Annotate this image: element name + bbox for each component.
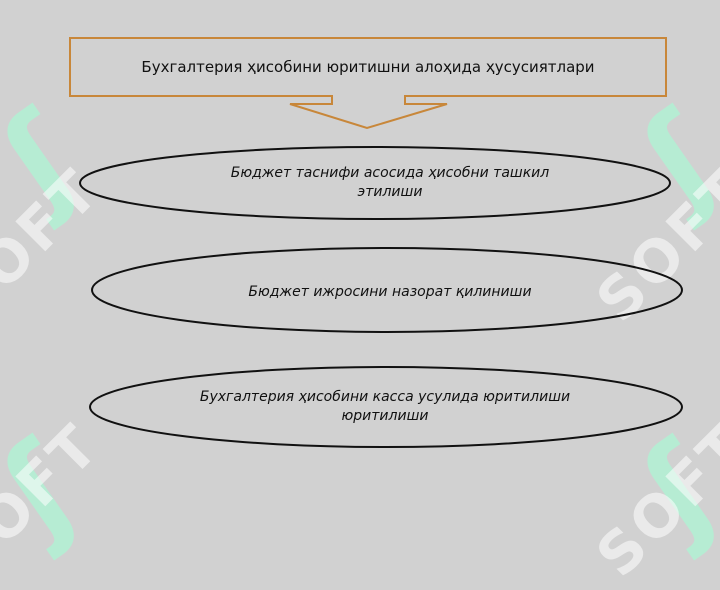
item-2-text: Бюджет ижросини назорат қилиниши — [248, 284, 532, 300]
item-3-line2: юритилиши — [341, 408, 429, 424]
diagram-shapes — [69, 37, 683, 448]
item-3-line1: Бухгалтерия ҳисобини касса усулида юрити… — [199, 389, 571, 405]
item-1-line2: этилиши — [357, 184, 423, 200]
item-1-line1: Бюджет таснифи асосида ҳисобни ташкил — [230, 165, 550, 181]
header-callout-box — [69, 37, 667, 130]
diagram-header: Бухгалтерия ҳисобини юритишни алоҳида ҳу… — [141, 58, 595, 76]
item-ellipse-2 — [91, 247, 683, 333]
item-ellipse-3 — [89, 366, 683, 448]
item-1-text: Бюджет таснифи асосида ҳисобни ташкил эт… — [140, 164, 640, 202]
item-3-text: Бухгалтерия ҳисобини касса усулида юрити… — [130, 388, 640, 426]
item-ellipse-1 — [79, 146, 671, 220]
